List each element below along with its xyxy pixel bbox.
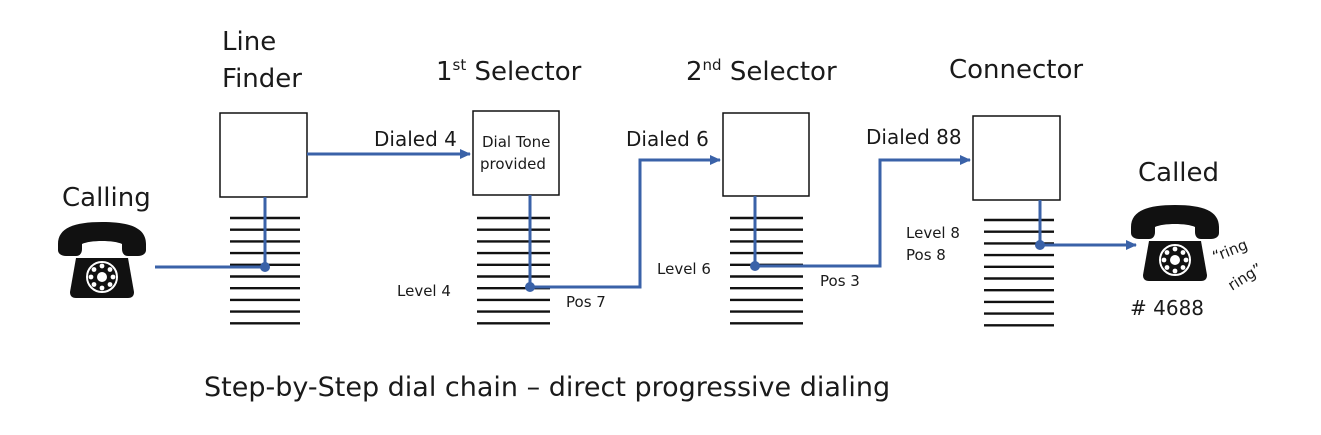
connector-box <box>972 115 1061 201</box>
dialed-4-label: Dialed 4 <box>374 127 457 151</box>
called-number: # 4688 <box>1130 296 1204 320</box>
connection-path <box>155 149 1137 289</box>
pos-8-label: Pos 8 <box>906 246 946 264</box>
ring-text-line1: “ring <box>1210 235 1250 265</box>
second-selector-title: 2nd Selector <box>686 56 837 87</box>
ring-text-line2: ring” <box>1225 259 1266 294</box>
line-finder-title-line1: Line <box>222 27 276 57</box>
telephone-icon <box>1130 204 1220 282</box>
calling-label: Calling <box>62 183 151 213</box>
first-selector-box <box>472 110 560 196</box>
first-selector-title: 1st Selector <box>436 56 582 87</box>
level-8-label: Level 8 <box>906 224 960 242</box>
pos-3-label: Pos 3 <box>820 272 860 290</box>
dial-tone-text-line2: provided <box>480 155 546 173</box>
pos-7-label: Pos 7 <box>566 293 606 311</box>
diagram-caption: Step-by-Step dial chain – direct progres… <box>204 372 890 403</box>
dial-tone-text-line1: Dial Tone <box>482 133 550 151</box>
second-selector-contact-bank <box>730 216 803 325</box>
first-selector-contact-bank <box>477 216 550 325</box>
dialed-88-label: Dialed 88 <box>866 125 962 149</box>
level-4-label: Level 4 <box>397 282 451 300</box>
second-selector-box <box>722 112 810 197</box>
line-finder-box <box>219 112 308 198</box>
line-finder-title-line2: Finder <box>222 64 302 94</box>
level-6-label: Level 6 <box>657 260 711 278</box>
connector-contact-bank <box>984 218 1054 327</box>
telephone-icon <box>57 221 147 299</box>
called-label: Called <box>1138 158 1219 188</box>
dialed-6-label: Dialed 6 <box>626 127 709 151</box>
wiper-contact-dots <box>260 240 1045 292</box>
connector-title: Connector <box>949 55 1083 85</box>
